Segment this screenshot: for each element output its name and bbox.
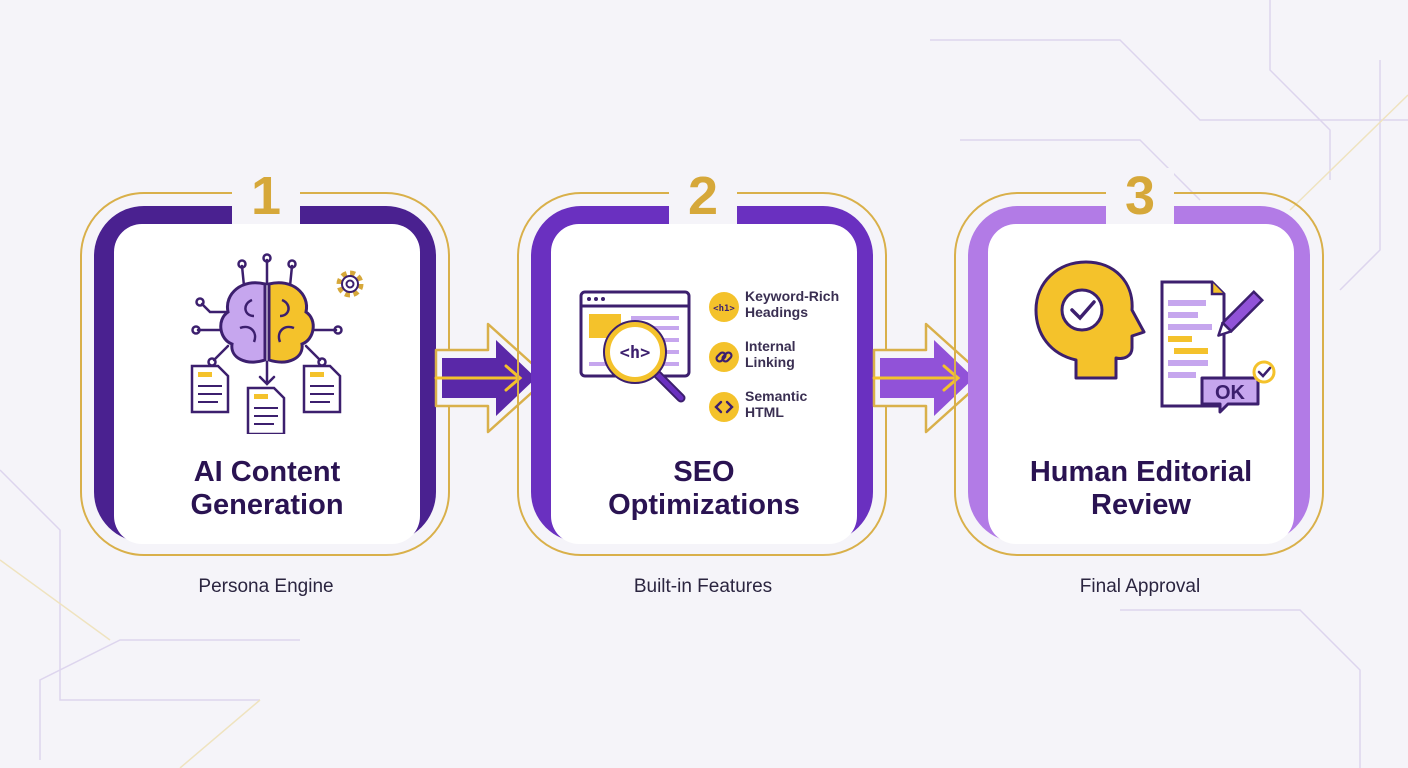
step-card: AI Content Generation bbox=[114, 224, 420, 544]
brain-documents-icon bbox=[190, 253, 364, 434]
step-caption: Persona Engine bbox=[198, 576, 334, 597]
step-number: 3 bbox=[1124, 166, 1156, 226]
step-ai-content-generation: 1 bbox=[78, 168, 454, 608]
svg-text:<h>: <h> bbox=[620, 343, 651, 363]
step-card: OK Human Editorial Review bbox=[988, 224, 1294, 544]
feature-semantic-html: Semantic HTML bbox=[709, 388, 857, 432]
ok-label: OK bbox=[1215, 382, 1246, 404]
head-document-approval-icon: OK bbox=[1034, 260, 1276, 414]
browser-magnifier-icon: <h> bbox=[579, 290, 691, 403]
step-caption: Final Approval bbox=[1079, 576, 1201, 597]
right-arrow-icon bbox=[434, 322, 550, 434]
step-title: AI Content Generation bbox=[190, 456, 344, 521]
h1-tag-icon: <h1> bbox=[713, 304, 735, 314]
step-seo-optimizations: 2 <h> <h1> Keyword-Ri bbox=[515, 168, 891, 608]
step-number: 2 bbox=[687, 166, 719, 226]
step-title: Human Editorial Review bbox=[1029, 456, 1253, 521]
feature-internal-linking: Internal Linking bbox=[709, 338, 857, 382]
link-icon bbox=[715, 351, 733, 363]
step-number: 1 bbox=[250, 166, 282, 226]
code-brackets-icon bbox=[714, 400, 734, 414]
step-caption: Built-in Features bbox=[633, 576, 773, 597]
feature-keyword-rich-headings: <h1> Keyword-Rich Headings bbox=[709, 288, 857, 332]
step-human-editorial-review: 3 OK bbox=[952, 168, 1328, 608]
step-card: <h> <h1> Keyword-Rich Headings bbox=[551, 224, 857, 544]
svg-text:<h1>: <h1> bbox=[713, 304, 735, 314]
right-arrow-icon bbox=[872, 322, 988, 434]
step-title: SEO Optimizations bbox=[608, 456, 800, 521]
